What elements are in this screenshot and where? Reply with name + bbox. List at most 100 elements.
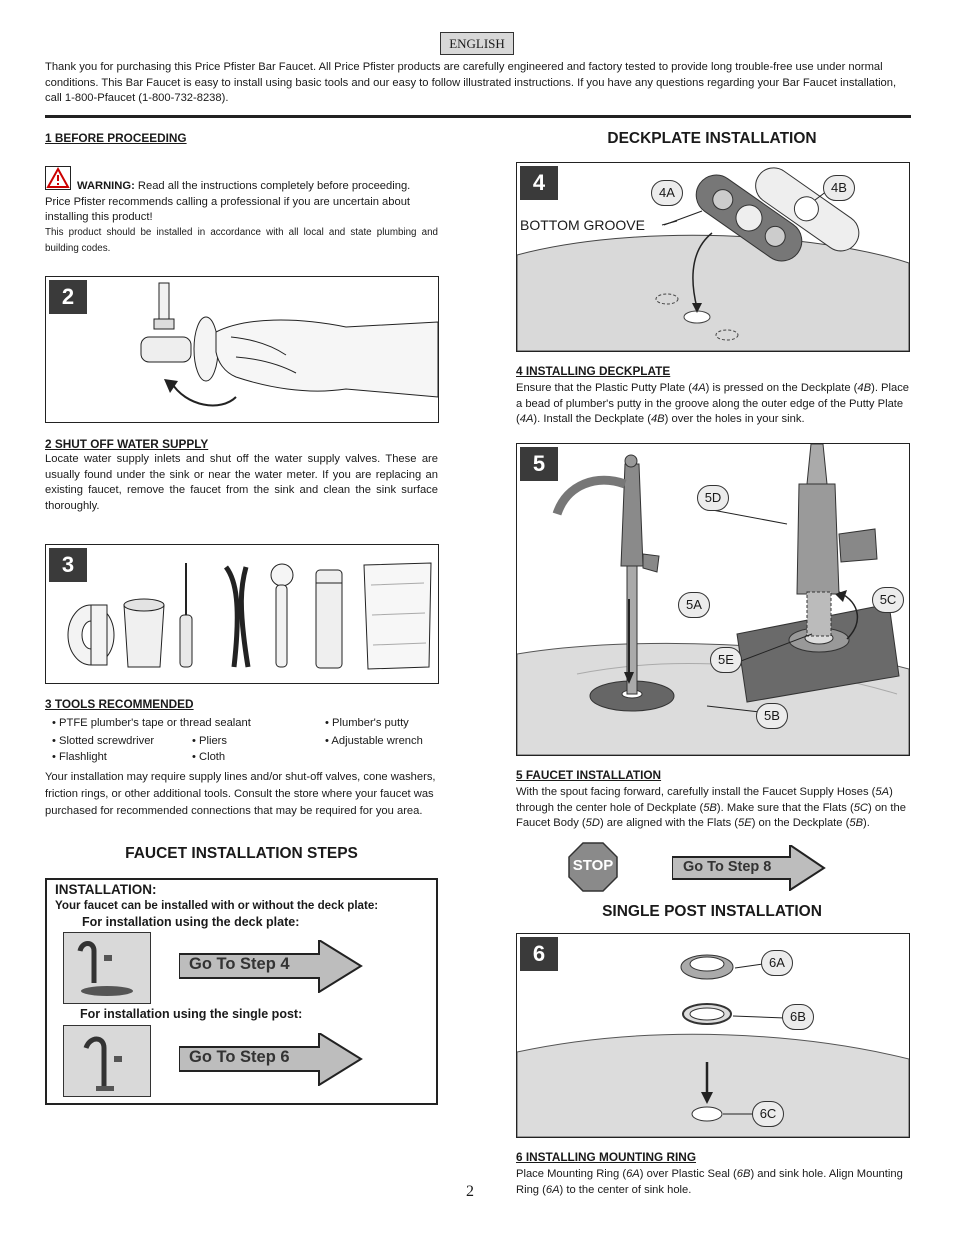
step6-text-part: ) to the center of sink hole.	[559, 1183, 692, 1196]
step3-figure: 3	[45, 544, 439, 684]
step5-text-part: ) on the Deckplate (	[751, 817, 850, 830]
go-to-step-8-button[interactable]: Go To Step 8	[672, 845, 826, 891]
go-to-step-6-label: Go To Step 6	[189, 1048, 290, 1066]
installation-title: INSTALLATION:	[55, 882, 157, 897]
callout-6c: 6C	[752, 1101, 784, 1127]
shutoff-valve-illustration	[140, 282, 438, 407]
installation-subtitle: Your faucet can be installed with or wit…	[55, 899, 379, 912]
callout-5c: 5C	[872, 587, 904, 613]
option-single-post-label: For installation using the single post:	[80, 1007, 303, 1021]
ref-5b: 5B	[703, 801, 717, 814]
faucet-installation-steps-heading: FAUCET INSTALLATION STEPS	[125, 845, 358, 862]
step4-text-part: Ensure that the Plastic Putty Plate (	[516, 382, 692, 394]
ref-4b: 4B	[650, 413, 665, 426]
callout-4a: 4A	[651, 180, 683, 206]
tool-plumbers-putty: • Plumber's putty	[325, 717, 409, 729]
step5-number: 5	[520, 447, 558, 481]
step6-text: Place Mounting Ring (6A) over Plastic Se…	[516, 1167, 910, 1198]
go-to-step-4-button[interactable]: Go To Step 4	[179, 940, 364, 993]
step4-text-part: ) over the holes in your sink.	[664, 413, 805, 426]
step2-heading: 2 SHUT OFF WATER SUPPLY	[45, 437, 209, 451]
faucet-installation-illustration	[517, 444, 909, 755]
step6-heading: 6 INSTALLING MOUNTING RING	[516, 1150, 697, 1164]
ref-6a: 6A	[545, 1183, 560, 1196]
callout-5a: 5A	[678, 592, 710, 618]
step2-figure: 2	[45, 276, 439, 423]
go-to-step-6-button[interactable]: Go To Step 6	[179, 1033, 364, 1086]
tools-illustration	[67, 562, 432, 670]
tool-flashlight: • Flashlight	[52, 751, 107, 763]
step5-text-part: ) are aligned with the Flats (	[599, 817, 739, 830]
step5-text-part: ).	[863, 817, 870, 830]
step5-text: With the spout facing forward, carefully…	[516, 785, 910, 832]
step6-figure: 6 6A 6B 6C	[516, 933, 910, 1138]
step5-figure: 5 5D 5A 5C 5E 5B	[516, 443, 910, 756]
step4-text: Ensure that the Plastic Putty Plate (4A)…	[516, 381, 910, 428]
tool-adjustable-wrench: • Adjustable wrench	[325, 735, 423, 747]
step5-text-part: ) through the center hole of Deckplate (	[516, 786, 893, 814]
page-number: 2	[466, 1183, 474, 1200]
step5-text-part: ). Make sure that the Flats (	[716, 801, 854, 814]
step3-number: 3	[49, 548, 87, 582]
warning-label: WARNING:	[77, 180, 135, 192]
deckplate-illustration	[517, 167, 909, 351]
step4-text-part: ). Install the Deckplate (	[533, 413, 651, 426]
section1-heading: 1 BEFORE PROCEEDING	[45, 131, 187, 145]
step5-text-part: With the spout facing forward, carefully…	[516, 786, 876, 798]
step5-heading: 5 FAUCET INSTALLATION	[516, 768, 662, 782]
step2-number: 2	[49, 280, 87, 314]
ref-6a: 6A	[626, 1168, 640, 1180]
code-note: This product should be installed in acco…	[45, 227, 438, 254]
ref-4a: 4A	[691, 382, 706, 394]
installation-options-box: INSTALLATION: Your faucet can be install…	[45, 878, 438, 1105]
bottom-groove-label: BOTTOM GROOVE	[520, 217, 645, 233]
tools-note: Your installation may require supply lin…	[45, 771, 436, 817]
single-post-option-thumbnail	[63, 1025, 151, 1097]
callout-5e: 5E	[710, 647, 742, 673]
mounting-ring-illustration	[517, 954, 909, 1137]
language-badge: ENGLISH	[440, 32, 514, 55]
faucet-with-deckplate-icon	[77, 941, 133, 996]
ref-5d: 5D	[585, 817, 600, 830]
step6-text-part: Place Mounting Ring (	[516, 1168, 627, 1180]
warning-paragraph: WARNING: Read all the instructions compl…	[45, 179, 438, 226]
option-deckplate-label: For installation using the deck plate:	[82, 915, 300, 929]
callout-5d: 5D	[697, 485, 729, 511]
step4-text-part: ) is pressed on the Deckplate (	[705, 382, 858, 394]
step6-number: 6	[520, 937, 558, 971]
tool-cloth: • Cloth	[192, 751, 226, 763]
step2-text: Locate water supply inlets and shut off …	[45, 453, 438, 512]
ref-5e: 5E	[738, 817, 752, 830]
ref-4b: 4B	[857, 382, 872, 394]
warning-icon	[45, 166, 71, 190]
callout-4b: 4B	[823, 175, 855, 201]
step5-text-part: ) on the Faucet Body (	[516, 801, 906, 830]
tool-ptfe-tape: • PTFE plumber's tape or thread sealant	[52, 717, 251, 729]
callout-6a: 6A	[761, 950, 793, 976]
deckplate-installation-heading: DECKPLATE INSTALLATION	[607, 130, 817, 147]
step4-figure: 4 4A 4B BOTTOM GROOVE	[516, 162, 910, 352]
deckplate-option-thumbnail	[63, 932, 151, 1004]
ref-5b: 5B	[849, 817, 864, 830]
ref-4a: 4A	[519, 413, 534, 426]
tool-pliers: • Pliers	[192, 735, 227, 747]
single-post-installation-heading: SINGLE POST INSTALLATION	[602, 903, 822, 920]
warning-text: Read all the instructions completely bef…	[45, 180, 411, 224]
tool-slotted-screwdriver: • Slotted screwdriver	[52, 735, 155, 747]
ref-5c: 5C	[853, 801, 868, 814]
step3-heading: 3 TOOLS RECOMMENDED	[45, 697, 194, 711]
stop-sign-label: STOP	[572, 857, 614, 874]
callout-6b: 6B	[782, 1004, 814, 1030]
go-to-step-8-label: Go To Step 8	[683, 859, 772, 875]
step4-text-part: ). Place a bead of plumber's putty in th…	[516, 382, 910, 426]
intro-paragraph: Thank you for purchasing this Price Pfis…	[45, 61, 897, 105]
step6-text-part: ) over Plastic Seal (	[639, 1168, 737, 1180]
callout-5b: 5B	[756, 703, 788, 729]
ref-6b: 6B	[736, 1168, 751, 1180]
header-rule	[45, 115, 911, 118]
faucet-single-post-icon	[83, 1036, 122, 1091]
go-to-step-4-label: Go To Step 4	[189, 955, 290, 973]
step6-text-part: ) and sink hole. Align Mounting Ring (	[516, 1168, 903, 1196]
ref-5a: 5A	[875, 786, 890, 798]
step4-heading: 4 INSTALLING DECKPLATE	[516, 364, 671, 378]
